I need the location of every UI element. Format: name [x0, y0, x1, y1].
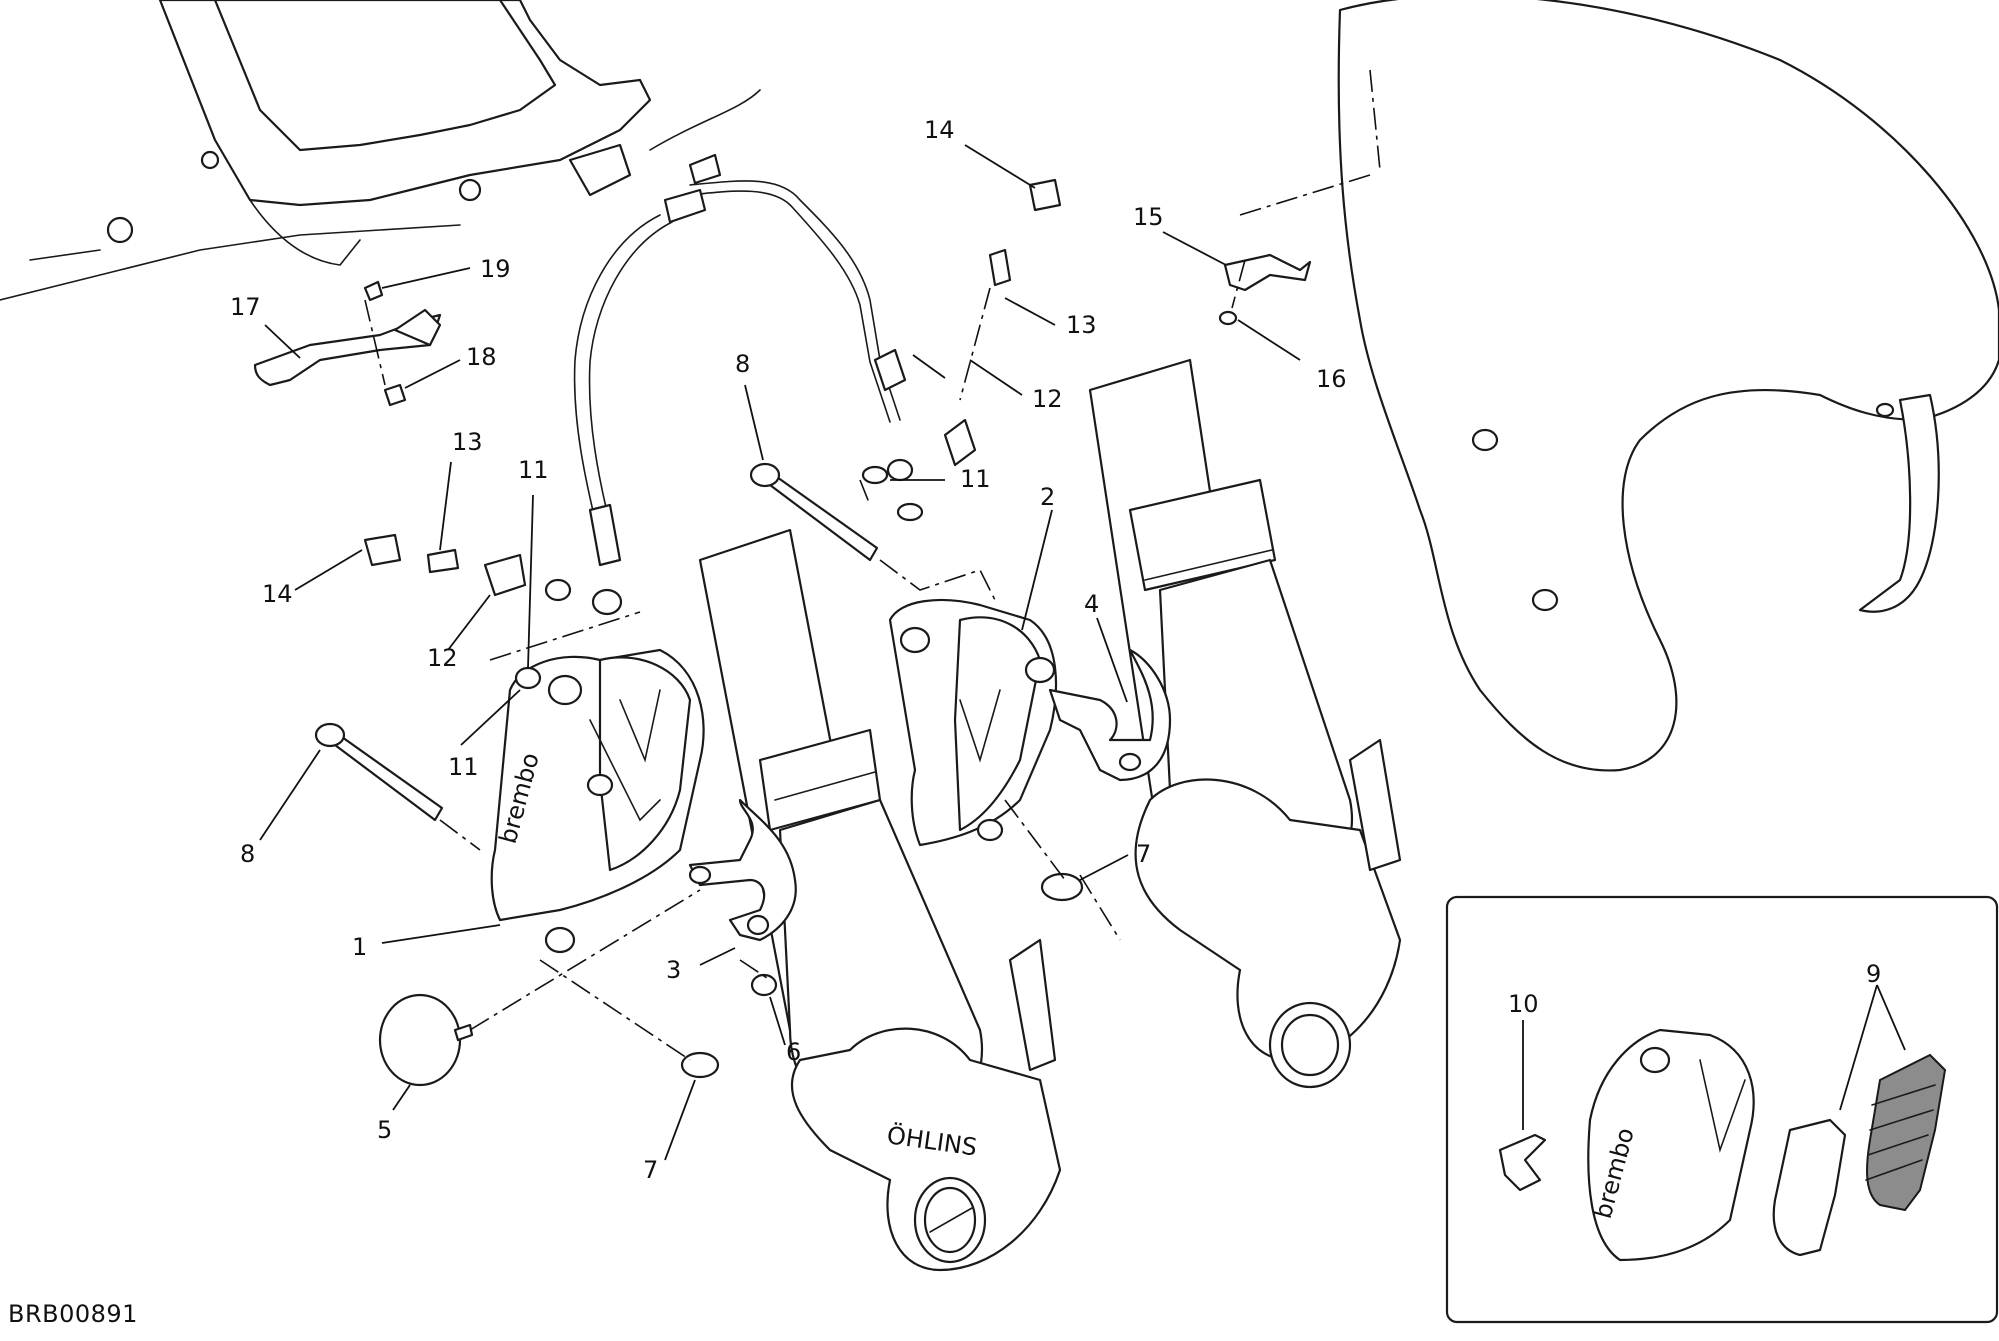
bracket-4: [1048, 648, 1172, 782]
cover-plug-5: [378, 993, 474, 1087]
pad-detail-inset: brembo: [1445, 895, 1999, 1324]
callout-11-right: 11: [960, 465, 991, 493]
drawing-code: BRB00891: [8, 1300, 138, 1328]
front-mudguard: [1337, 0, 1999, 772]
screw-16: [1218, 310, 1238, 326]
bleed-cap-14-left: [363, 533, 402, 567]
callout-2: 2: [1040, 483, 1055, 511]
screw-18: [383, 383, 407, 407]
callout-13-left: 13: [452, 428, 483, 456]
callout-14-left: 14: [262, 580, 293, 608]
brake-hose: [573, 89, 914, 616]
bolt-8-left: [314, 722, 444, 822]
callout-labels: 1 2 3 4 5 6 7 7 8 8 9 10 11 11 11 12 12 …: [230, 116, 1881, 1184]
callout-12-left: 12: [427, 644, 458, 672]
motorcycle-frame: [0, 0, 652, 301]
brake-caliper-right: [888, 598, 1058, 847]
callout-3: 3: [666, 956, 681, 984]
nut-6: [750, 973, 778, 997]
bleed-screw-13-right: [988, 248, 1012, 287]
sensor-bracket-17: [253, 308, 442, 387]
screw-19: [363, 280, 384, 302]
bolt-8-right: [749, 462, 879, 562]
fork-leg-left: ÖHLINS: [698, 528, 1062, 1272]
bleed-cap-14-right: [1028, 178, 1062, 212]
callout-4: 4: [1084, 590, 1099, 618]
callout-10: 10: [1508, 990, 1539, 1018]
callout-17: 17: [230, 293, 261, 321]
callout-12-right: 12: [1032, 385, 1063, 413]
callout-8-right: 8: [735, 350, 750, 378]
callout-6: 6: [786, 1038, 801, 1066]
bleed-valve-12-right: [943, 418, 977, 467]
bleed-screw-13-left: [426, 548, 460, 574]
brake-caliper-left: brembo: [490, 648, 705, 954]
callout-7-right: 7: [1136, 840, 1151, 868]
spacer-7-left: [680, 1051, 720, 1079]
leader-lines: [259, 144, 1906, 1161]
assembly-lines: [364, 174, 1371, 1061]
callout-5: 5: [377, 1116, 392, 1144]
spacer-7-right: [1040, 872, 1084, 902]
callout-15: 15: [1133, 203, 1164, 231]
callout-9: 9: [1866, 960, 1881, 988]
callout-13-right: 13: [1066, 311, 1097, 339]
callout-7-left: 7: [643, 1156, 658, 1184]
washer-11-c: [896, 502, 924, 522]
callout-18: 18: [466, 343, 497, 371]
callout-8-left: 8: [240, 840, 255, 868]
callout-1: 1: [352, 933, 367, 961]
bleed-valve-12-left: [483, 553, 527, 597]
fork-leg-right: [1088, 358, 1402, 1089]
callout-16: 16: [1316, 365, 1347, 393]
washer-11-a: [514, 666, 542, 690]
bracket-3: [688, 798, 797, 942]
callout-11-caliper: 11: [448, 753, 479, 781]
callout-11-top-left: 11: [518, 456, 549, 484]
washer-11-b: [544, 578, 572, 602]
callout-14-right: 14: [924, 116, 955, 144]
hose-clip-15: [1223, 253, 1312, 292]
washer-11-d: [861, 465, 889, 485]
callout-19: 19: [480, 255, 511, 283]
